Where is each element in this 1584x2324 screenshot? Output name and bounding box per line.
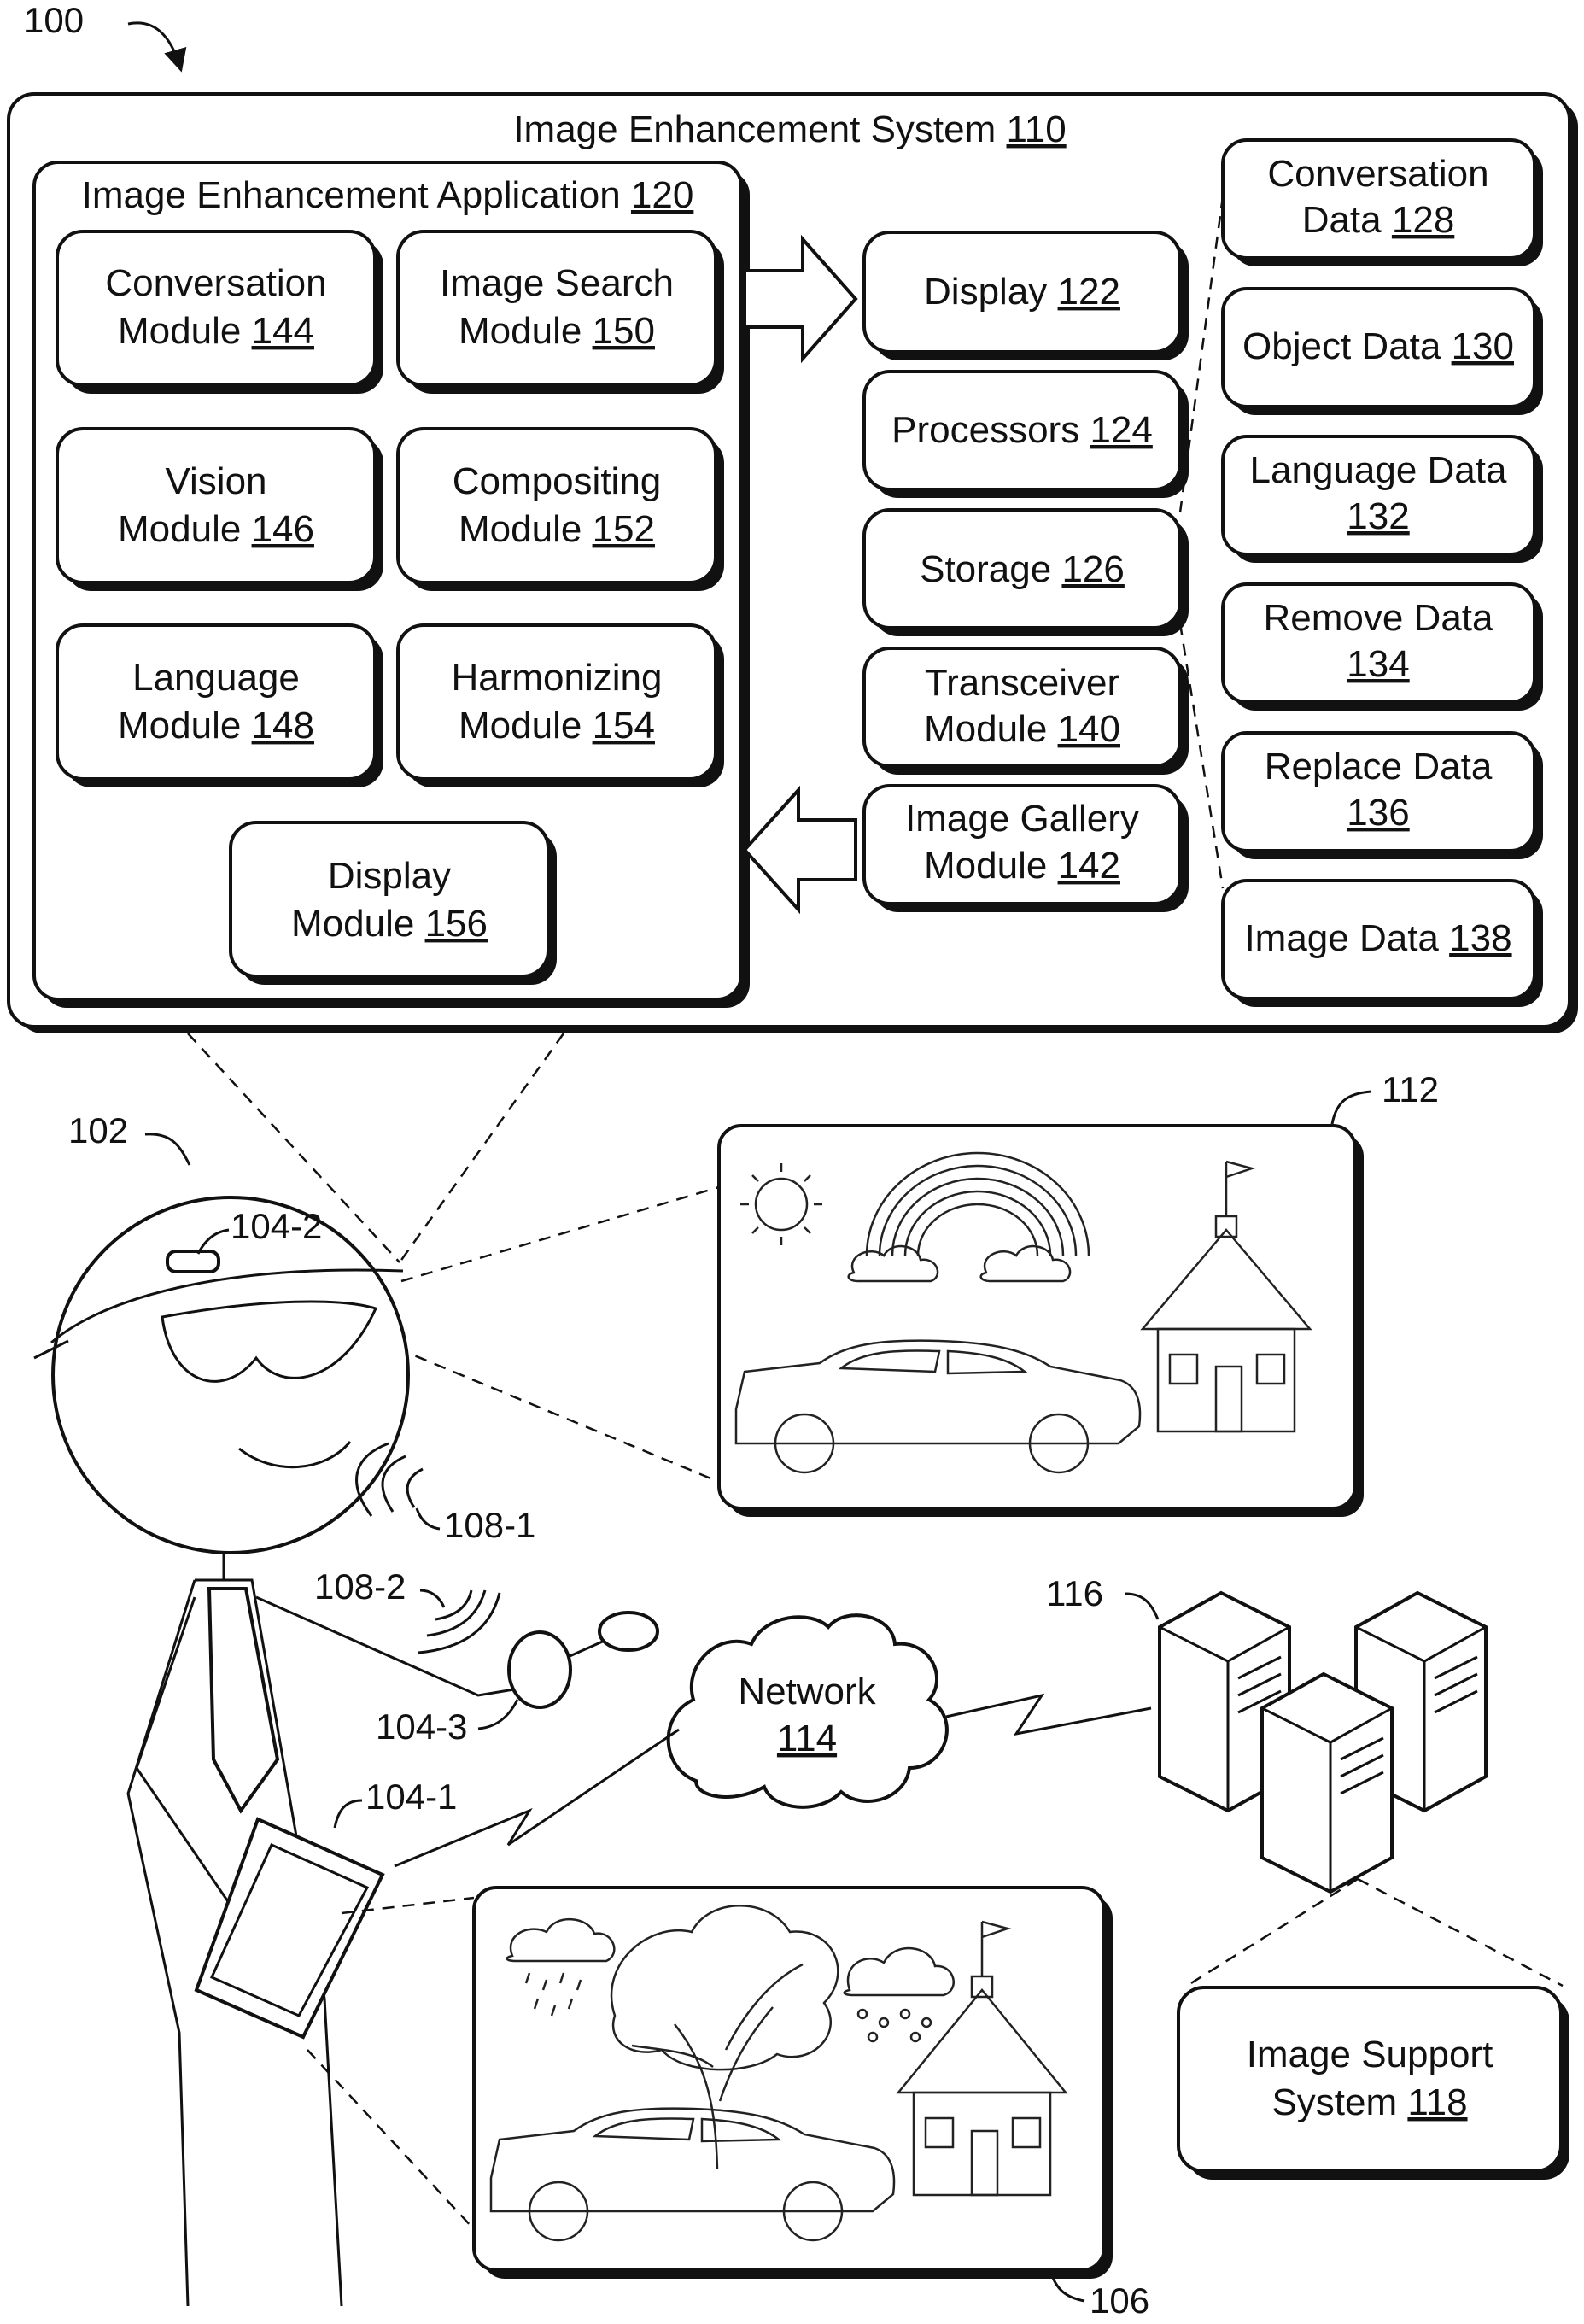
support-link-right (1358, 1879, 1563, 1986)
data-label: Language Data (1250, 449, 1507, 491)
component-label: Display 122 (924, 271, 1120, 313)
servers-ref: 116 (1046, 1573, 1103, 1613)
object-data: Object Data 130 (1223, 289, 1543, 415)
phone-ref: 104-1 (365, 1777, 457, 1817)
module-label: Module 146 (118, 508, 314, 550)
user-ref: 102 (68, 1110, 128, 1150)
figure-pointer-arrow (128, 23, 181, 70)
original-image-ref: 106 (1090, 2280, 1149, 2321)
ring-wand (568, 1640, 606, 1657)
wireless-link-servers (946, 1695, 1151, 1734)
glasses-device-icon (167, 1251, 219, 1272)
conversation-module: Conversation Module 144 (57, 231, 383, 394)
ring-pointer (478, 1700, 517, 1729)
original-image (474, 1888, 1113, 2279)
module-label: Conversation (105, 262, 326, 304)
support-label: System 118 (1271, 2081, 1467, 2123)
network-ref: 114 (777, 1718, 837, 1759)
user-head (53, 1197, 408, 1553)
system-title: Image Enhancement System 110 (513, 108, 1066, 150)
module-label: Module 156 (291, 903, 488, 945)
support-label: Image Support (1247, 2034, 1493, 2075)
harmonizing-module: Harmonizing Module 154 (398, 625, 724, 787)
component-label: Storage 126 (920, 548, 1125, 590)
application-title: Image Enhancement Application 120 (82, 174, 694, 216)
data-label: Remove Data (1263, 597, 1493, 639)
module-label: Display (328, 855, 451, 897)
enhanced-image-ref: 112 (1382, 1069, 1439, 1109)
system-link-right (400, 1033, 564, 1262)
vision-module: Vision Module 146 (57, 429, 383, 591)
storage-component: Storage 126 (864, 510, 1189, 636)
image-search-module: Image Search Module 150 (398, 231, 724, 394)
component-label: Transceiver (925, 662, 1119, 704)
network-label: Network (738, 1671, 876, 1712)
phone-pointer (335, 1800, 362, 1828)
image-gallery-module: Image Gallery Module 142 (864, 786, 1189, 912)
ring-ref: 104-3 (376, 1706, 467, 1747)
component-label: Module 142 (924, 845, 1120, 887)
component-label: Module 140 (924, 708, 1120, 750)
enhanced-image (719, 1126, 1364, 1517)
module-label: Module 154 (459, 705, 655, 746)
sound2-ref: 108-2 (314, 1566, 406, 1607)
replace-data: Replace Data 136 (1223, 733, 1543, 859)
module-label: Module 150 (459, 310, 655, 352)
data-label: Image Data 138 (1244, 917, 1511, 959)
language-data: Language Data 132 (1223, 436, 1543, 563)
image-support-system: Image Support System 118 (1178, 1987, 1569, 2180)
module-label: Image Search (440, 262, 674, 304)
user-pointer (145, 1134, 190, 1165)
data-label: Data 128 (1302, 199, 1455, 241)
display-component: Display 122 (864, 232, 1189, 360)
module-label: Vision (165, 460, 266, 502)
sound2-pointer (420, 1590, 444, 1607)
display-module: Display Module 156 (231, 822, 557, 985)
component-label: Processors 124 (891, 409, 1153, 451)
support-link-left (1187, 1879, 1358, 1986)
data-ref: 136 (1347, 792, 1409, 834)
ring-wand-tip (599, 1613, 658, 1650)
view-link-top (401, 1187, 719, 1281)
remove-data: Remove Data 134 (1223, 584, 1543, 711)
sound1-pointer (417, 1508, 440, 1529)
data-label: Object Data 130 (1242, 325, 1514, 367)
user-arm-right (256, 1597, 529, 1695)
conversation-data: Conversation Data 128 (1223, 140, 1543, 266)
module-label: Module 152 (459, 508, 655, 550)
glasses-ref: 104-2 (231, 1206, 322, 1246)
figure-number-label: 100 (24, 0, 84, 40)
module-label: Module 144 (118, 310, 314, 352)
processors-component: Processors 124 (864, 372, 1189, 498)
user-body-left (128, 1580, 195, 2306)
user-tie (209, 1589, 278, 1811)
figure-number: 100 (24, 0, 181, 70)
image-data: Image Data 138 (1223, 881, 1543, 1007)
component-column: Display 122 Processors 124 Storage 126 T… (864, 232, 1189, 912)
servers-pointer (1125, 1594, 1158, 1619)
support-box (1178, 1987, 1561, 2171)
data-label: Replace Data (1265, 746, 1493, 787)
data-label: Conversation (1267, 153, 1488, 195)
ring-device-icon (509, 1632, 570, 1707)
component-label: Image Gallery (905, 798, 1139, 840)
original-image-frame (474, 1888, 1104, 2270)
data-ref: 132 (1347, 495, 1409, 537)
server-icon (1262, 1674, 1392, 1892)
module-label: Harmonizing (452, 657, 663, 699)
data-ref: 134 (1347, 643, 1409, 685)
module-label: Module 148 (118, 705, 314, 746)
enhanced-image-pointer (1332, 1092, 1371, 1124)
compositing-module: Compositing Module 152 (398, 429, 724, 591)
language-module: Language Module 148 (57, 625, 383, 787)
module-label: Compositing (453, 460, 662, 502)
module-label: Language (132, 657, 300, 699)
view-link-bottom (359, 1332, 719, 1482)
sound1-ref: 108-1 (444, 1505, 535, 1545)
transceiver-module: Transceiver Module 140 (864, 648, 1189, 775)
